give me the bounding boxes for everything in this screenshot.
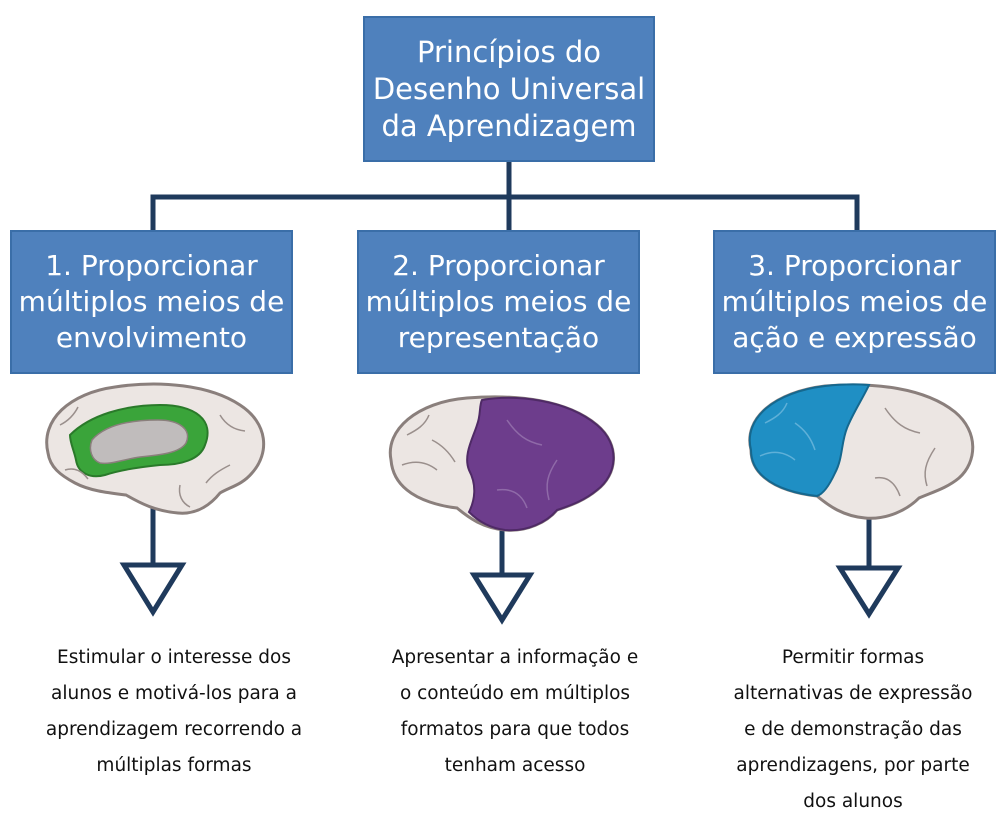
description-line: dos alunos — [803, 791, 903, 812]
description-line: formatos para que todos — [400, 719, 630, 740]
principle-3-box: 3. Proporcionar múltiplos meios de ação … — [713, 230, 996, 374]
description-line: Permitir formas — [781, 647, 925, 668]
root-title-line: Desenho Universal — [372, 71, 646, 106]
principle-2-description: Apresentar a informação e o conteúdo em … — [350, 640, 680, 784]
description-line: e de demonstração das — [744, 719, 962, 740]
arrow-2-icon — [469, 572, 535, 625]
principle-3-line: ação e expressão — [732, 321, 977, 354]
principle-1-line: múltiplos meios de — [18, 285, 285, 318]
description-line: múltiplas formas — [96, 755, 252, 776]
principle-3-line: múltiplos meios de — [721, 285, 988, 318]
principle-1-description: Estimular o interesse dos alunos e motiv… — [9, 640, 339, 784]
principle-1-box: 1. Proporcionar múltiplos meios de envol… — [10, 230, 293, 374]
brain-green-limbic-icon — [45, 382, 266, 515]
principle-3-line: 3. Proporcionar — [748, 249, 961, 282]
description-line: alunos e motivá-los para a — [51, 683, 297, 704]
principle-2-line: 2. Proporcionar — [392, 249, 605, 282]
principle-2-line: representação — [397, 321, 600, 354]
description-line: Apresentar a informação e — [391, 647, 639, 668]
description-line: aprendizagem recorrendo a — [45, 719, 303, 740]
principle-3-description: Permitir formas alternativas de expressã… — [688, 640, 1003, 820]
arrow-3-icon — [835, 565, 903, 619]
principle-2-line: múltiplos meios de — [365, 285, 632, 318]
principle-1-line: envolvimento — [55, 321, 248, 354]
description-line: tenham acesso — [444, 755, 586, 776]
root-title-line: da Aprendizagem — [381, 108, 637, 143]
brain-purple-posterior-icon — [388, 395, 615, 532]
description-line: aprendizagens, por parte — [736, 755, 970, 776]
description-line: alternativas de expressão — [733, 683, 973, 704]
description-line: o conteúdo em múltiplos — [399, 683, 631, 704]
root-title-line: Princípios do — [416, 34, 602, 69]
arrow-1-icon — [119, 562, 187, 617]
description-line: Estimular o interesse dos — [57, 647, 291, 668]
root-principles-box: Princípios do Desenho Universal da Apren… — [363, 16, 655, 162]
principle-1-line: 1. Proporcionar — [45, 249, 258, 282]
brain-blue-frontal-icon — [748, 383, 975, 520]
principle-2-box: 2. Proporcionar múltiplos meios de repre… — [357, 230, 640, 374]
